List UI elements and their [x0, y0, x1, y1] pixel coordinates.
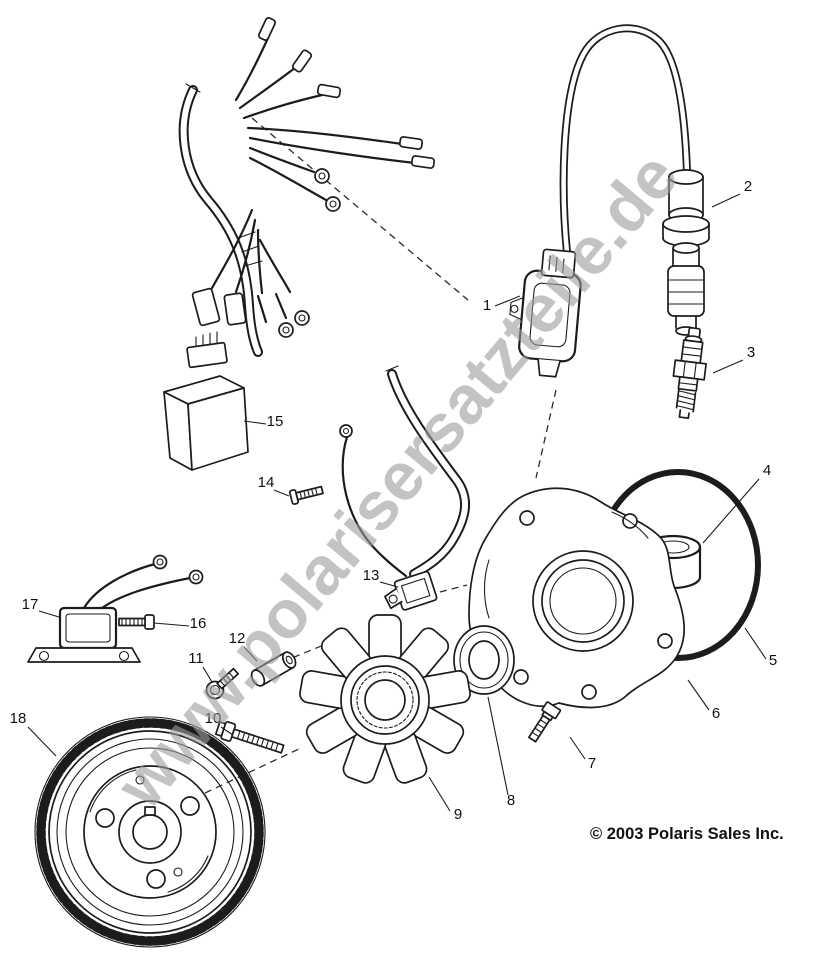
screw-11: [205, 667, 240, 700]
callout-16: 16: [190, 615, 207, 632]
callout-1: 1: [483, 297, 491, 314]
cdi-box: [163, 331, 249, 471]
oil-seal: [453, 625, 515, 695]
stator-lead-conduit: [385, 365, 470, 579]
wiring-harness: [178, 17, 436, 357]
callout-3: 3: [747, 344, 755, 361]
callout-11: 11: [188, 650, 204, 667]
spark-plug: [672, 326, 707, 419]
callout-14: 14: [258, 474, 275, 491]
callout-6: 6: [712, 705, 720, 722]
ring-terminals: [314, 168, 341, 212]
callout-5: 5: [769, 652, 777, 669]
copyright-text: © 2003 Polaris Sales Inc.: [590, 825, 784, 843]
callout-9: 9: [454, 806, 462, 823]
bullet-connectors: [257, 17, 436, 169]
callout-10: 10: [205, 710, 222, 727]
callout-8: 8: [507, 792, 515, 809]
callout-17: 17: [22, 596, 39, 613]
callout-15: 15: [267, 413, 284, 430]
callout-12: 12: [229, 630, 246, 647]
callout-13: 13: [363, 567, 380, 584]
cover-bolt: [528, 701, 562, 743]
callout-18: 18: [10, 710, 27, 727]
ignition-coil: [509, 24, 691, 378]
callout-leader-lines: [27, 193, 767, 812]
spacer-12: [250, 651, 297, 687]
screw-14: [288, 485, 324, 505]
regulator: [27, 554, 204, 663]
pickup-lead-wire: [339, 424, 408, 578]
callout-7: 7: [588, 755, 596, 772]
flywheel: [34, 716, 266, 948]
stator-cover: [468, 487, 686, 709]
stator: [299, 614, 471, 784]
callout-numbers: 1 2 3 4 5 6 7 8 9 10 11 12 13 14 15 16 1…: [10, 178, 778, 823]
pickup-coil: [384, 570, 438, 611]
callout-4: 4: [763, 462, 771, 479]
screw-16: [118, 614, 155, 630]
callout-2: 2: [744, 178, 752, 195]
